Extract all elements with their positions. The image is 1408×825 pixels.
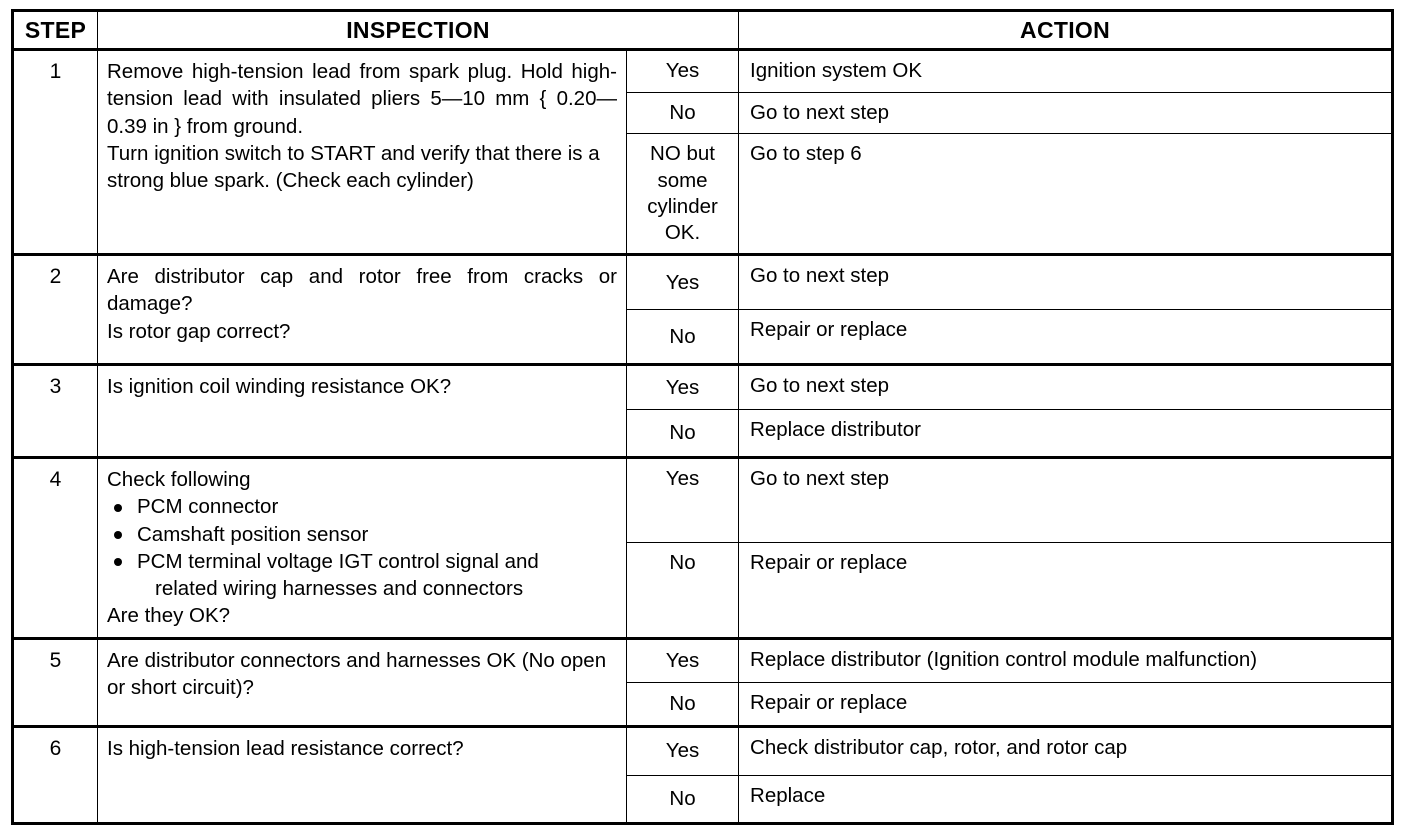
inspection-text: Are distributor connectors and harnesses… (97, 636, 627, 727)
table-body: 1 Remove high-tension lead from spark pl… (12, 47, 1394, 824)
step-number: 3 (12, 363, 98, 459)
action-text: Go to step 6 (738, 133, 1394, 256)
inspection-line: Turn ignition switch to START and verify… (107, 141, 600, 192)
table-row: No Repair or replace (13, 681, 1394, 727)
result-label: No (625, 541, 740, 639)
table-row: No Go to next step (13, 91, 1394, 135)
inspection-line: Are distributor connectors and harnesses… (107, 648, 607, 700)
list-item-label: PCM terminal voltage IGT control signal … (137, 549, 539, 573)
step-number: 1 (12, 47, 98, 256)
step-number: 5 (12, 636, 98, 727)
action-text: Check distributor cap, rotor, and rotor … (738, 724, 1394, 776)
bullet-icon (114, 504, 122, 513)
step-number: 2 (12, 253, 98, 366)
inspection-text: Is high-tension lead resistance correct? (97, 724, 627, 824)
result-label: Yes (625, 253, 740, 311)
table-row: NO but some cylinder OK. Go to step 6 (13, 133, 1394, 256)
list-item: PCM terminal voltage IGT control signal … (107, 548, 617, 602)
inspection-text: Remove high-tension lead from spark plug… (97, 47, 627, 256)
table-row: 5 Are distributor connectors and harness… (12, 636, 1394, 727)
inspection-intro: Check following (107, 468, 251, 492)
table-row: 2 Are distributor cap and rotor free fro… (12, 253, 1394, 366)
table-row: No Replace distributor (13, 409, 1394, 459)
column-header-inspection: INSPECTION (96, 10, 740, 50)
bullet-icon (114, 558, 122, 567)
troubleshooting-sheet: STEP INSPECTION ACTION 1 Remove high-ten… (11, 9, 1395, 825)
list-item: PCM connector (107, 493, 617, 520)
result-label: No (625, 309, 740, 366)
result-label: Yes (625, 363, 740, 411)
result-label: NO but some cylinder OK. (625, 133, 740, 256)
action-text: Go to next step (738, 363, 1394, 411)
table-row: No Repair or replace (13, 541, 1394, 639)
inspection-line: Is high-tension lead resistance correct? (107, 736, 464, 760)
result-label: No (625, 91, 740, 135)
table-header: STEP INSPECTION ACTION (12, 10, 1394, 50)
result-label: No (625, 409, 740, 459)
list-item-label: PCM connector (137, 495, 279, 519)
action-text: Go to next step (738, 253, 1394, 311)
bullet-icon (114, 531, 122, 540)
column-header-step: STEP (12, 10, 98, 50)
inspection-text: Check following PCM connector Camshaft p… (97, 456, 627, 639)
result-label: Yes (625, 456, 740, 543)
list-item: Camshaft position sensor (107, 521, 617, 548)
inspection-line: Is rotor gap correct? (107, 319, 291, 343)
inspection-text: Is ignition coil winding resistance OK? (97, 363, 627, 459)
inspection-outro: Are they OK? (107, 603, 231, 627)
result-label: No (625, 774, 740, 824)
action-text: Repair or replace (738, 541, 1394, 639)
column-header-action: ACTION (738, 10, 1394, 50)
table-row: 6 Is high-tension lead resistance correc… (12, 724, 1394, 824)
step-number: 4 (12, 456, 98, 639)
action-text: Go to next step (738, 91, 1394, 135)
result-label: No (625, 681, 740, 727)
table-row: 3 Is ignition coil winding resistance OK… (12, 363, 1394, 459)
result-label: Yes (625, 636, 740, 683)
list-item-continuation: related wiring harnesses and connectors (155, 576, 524, 600)
inspection-line: Remove high-tension lead from spark plug… (107, 60, 617, 138)
inspection-text: Are distributor cap and rotor free from … (97, 253, 627, 366)
inspection-bullet-list: PCM connector Camshaft position sensor P… (107, 493, 617, 601)
result-label: Yes (625, 724, 740, 776)
action-text: Replace (738, 774, 1394, 824)
result-label: Yes (625, 48, 740, 93)
troubleshooting-table: STEP INSPECTION ACTION 1 Remove high-ten… (11, 9, 1395, 825)
action-text: Go to next step (738, 456, 1394, 543)
inspection-line: Are distributor cap and rotor free from … (107, 265, 617, 316)
table-row: No Repair or replace (13, 309, 1394, 366)
list-item-label: Camshaft position sensor (137, 522, 369, 546)
step-number: 6 (12, 724, 98, 824)
action-text: Replace distributor (738, 409, 1394, 459)
table-row: 4 Check following PCM connector Camshaft… (12, 456, 1394, 639)
action-text: Repair or replace (738, 309, 1394, 366)
action-text: Replace distributor (Ignition control mo… (738, 636, 1394, 683)
action-text: Ignition system OK (738, 48, 1394, 93)
action-text: Repair or replace (738, 681, 1394, 727)
header-row: STEP INSPECTION ACTION (12, 10, 1394, 50)
table-row: 1 Remove high-tension lead from spark pl… (12, 47, 1394, 256)
inspection-line: Is ignition coil winding resistance OK? (107, 375, 452, 399)
